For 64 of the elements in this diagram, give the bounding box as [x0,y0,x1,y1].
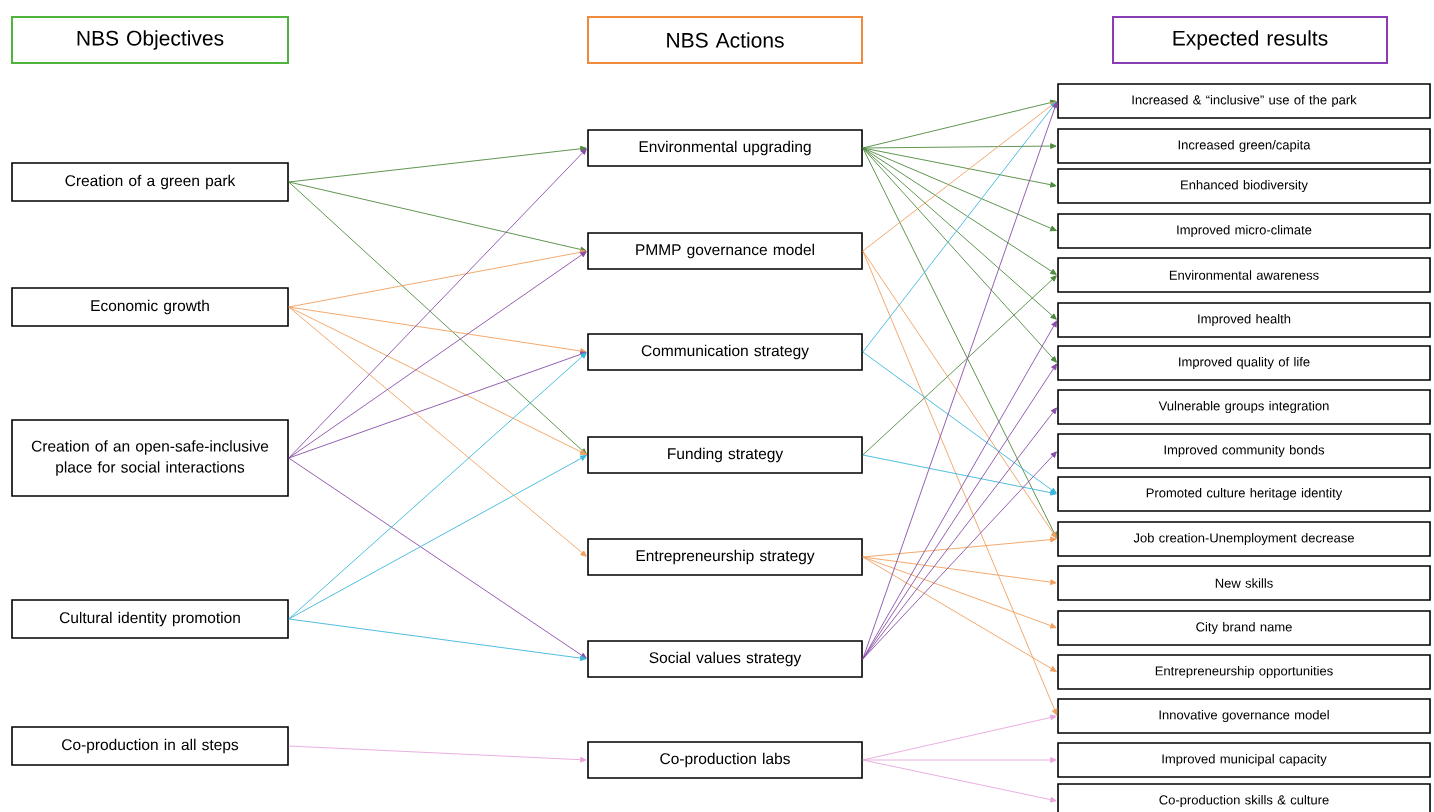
arrow [288,306,587,354]
arrow [288,455,587,620]
result-box: Co-production skills & culture [1057,783,1431,812]
arrow [862,536,1057,558]
arrow [862,147,1057,188]
result-box: Entrepreneurship opportunities [1057,654,1431,690]
arrow [862,757,1057,763]
objective-box: Economic growth [11,287,289,327]
arrow [288,306,587,557]
arrow [862,556,1057,629]
result-box: New skills [1057,565,1431,601]
result-box: City brand name [1057,610,1431,646]
heading-box: NBS Actions [587,16,863,64]
result-box: Enhanced biodiversity [1057,168,1431,204]
result-box: Job creation-Unemployment decrease [1057,521,1431,557]
action-box: Communication strategy [587,333,863,371]
arrow [862,759,1057,803]
arrow [862,454,1057,496]
arrow [288,181,587,253]
action-box: Funding strategy [587,436,863,474]
action-box: Entrepreneurship strategy [587,538,863,576]
heading-box: NBS Objectives [11,16,289,64]
arrow [862,451,1057,660]
arrow [862,147,1057,275]
arrow [862,275,1057,456]
arrow [288,145,587,183]
arrow [862,143,1057,149]
arrow [288,352,587,620]
arrow [862,101,1057,252]
result-box: Improved micro-climate [1057,213,1431,249]
arrow [862,351,1057,494]
arrow [288,306,587,455]
arrow [862,556,1057,585]
arrow [862,147,1057,363]
result-box: Improved health [1057,302,1431,338]
objective-box: Cultural identity promotion [11,599,289,639]
objective-box: Creation of a green park [11,162,289,202]
action-box: Environmental upgrading [587,129,863,167]
arrow [862,250,1058,716]
result-box: Improved quality of life [1057,345,1431,381]
arrow [288,618,587,661]
result-box: Innovative governance model [1057,698,1431,734]
arrow [862,556,1057,672]
heading-box: Expected results [1112,16,1388,64]
arrow [288,251,587,459]
result-box: Increased & “inclusive” use of the park [1057,83,1431,119]
action-box: Social values strategy [587,640,863,678]
action-box: PMMP governance model [587,232,863,270]
arrow [288,351,587,459]
action-box: Co-production labs [587,741,863,779]
result-box: Increased green/capita [1057,128,1431,164]
result-box: Promoted culture heritage identity [1057,476,1431,512]
arrow [862,101,1057,353]
arrow [288,249,587,308]
arrow [288,457,587,659]
objective-box: Creation of an open-safe-inclusive place for social interactions [11,419,289,497]
result-box: Environmental awareness [1057,257,1431,293]
objective-box: Co-production in all steps [11,726,289,766]
arrow [288,745,587,763]
arrow [862,147,1057,232]
result-box: Vulnerable groups integration [1057,389,1431,425]
result-box: Improved community bonds [1057,433,1431,469]
result-box: Improved municipal capacity [1057,742,1431,778]
arrow [862,250,1058,539]
